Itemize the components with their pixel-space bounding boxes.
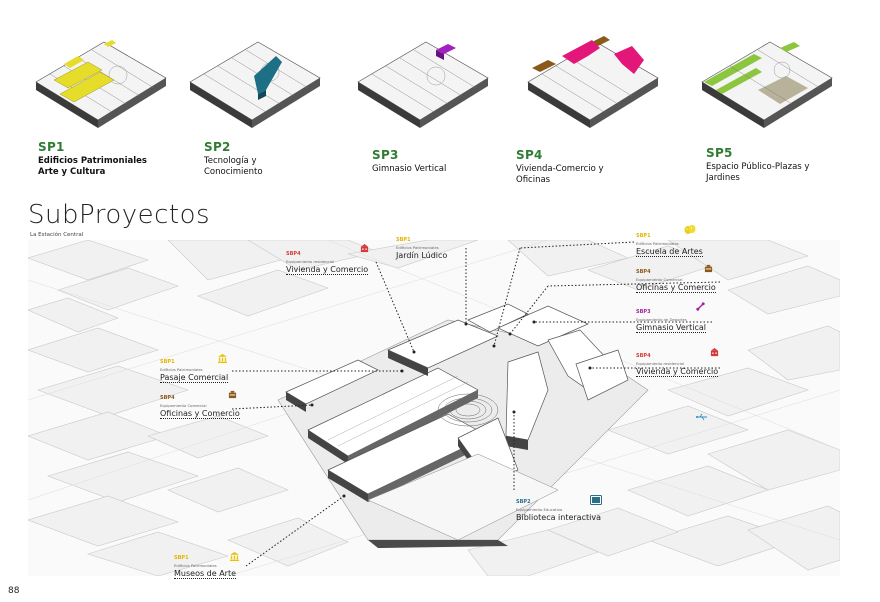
callout-code: SBP3 <box>636 309 651 315</box>
callout-category: Equipamiento Comercial <box>636 277 683 282</box>
callout-code: SBP1 <box>636 233 651 239</box>
callout-pasaje-comercial: SBP1 Edificios Patrimoniales Pasaje Come… <box>160 348 229 383</box>
sp2-name-line2: Conocimiento <box>204 167 263 177</box>
callout-name: Jardín Lúdico <box>396 251 448 260</box>
callout-code: SBP4 <box>636 269 651 275</box>
callout-name: Oficinas y Comercio <box>636 283 716 293</box>
sp1-name-line2: Arte y Cultura <box>38 167 106 177</box>
building-icon <box>710 342 719 357</box>
page-number: 88 <box>8 586 20 596</box>
sp4-label: SP4 Vivienda-Comercio y Oficinas <box>516 148 604 186</box>
callout-code: SBP4 <box>160 395 175 401</box>
callout-category: Edificios Patrimoniales <box>174 563 217 568</box>
page-subtitle: La Estación Central <box>30 232 84 238</box>
page-title: SubProyectos <box>28 200 211 230</box>
thumbnail-sp5 <box>696 20 838 138</box>
callout-code: SBP1 <box>160 359 175 365</box>
callout-oficinas-comercio-left: SBP4 Equipamiento Comercial Oficinas y C… <box>160 384 240 419</box>
sp4-name-line1: Vivienda-Comercio y <box>516 164 604 174</box>
callout-category: Equipamiento Educativo <box>516 507 563 512</box>
sp3-label: SP3 Gimnasio Vertical <box>372 148 446 175</box>
callout-category: Edificios Patrimoniales <box>636 241 679 246</box>
tablet-icon <box>590 490 602 505</box>
callout-category: Edificios Patrimoniales <box>396 245 439 250</box>
callout-category: Equipamiento residencial <box>636 361 685 366</box>
thumbnail-sp3 <box>352 20 494 138</box>
callout-name: Vivienda y Comercio <box>636 367 719 377</box>
callout-category: Equipamiento de Deportes <box>636 317 687 322</box>
callout-name: Escuela de Artes <box>636 247 703 257</box>
thumbnail-sp1 <box>30 20 172 138</box>
callout-name: Pasaje Comercial <box>160 373 229 383</box>
museum-icon <box>218 348 227 363</box>
callout-category: Equipamiento residencial <box>286 259 335 264</box>
callout-category: Edificios Patrimoniales <box>160 367 203 372</box>
museum-icon <box>230 546 239 561</box>
callout-museos-arte: SBP1 Edificios Patrimoniales Museos de A… <box>174 544 237 579</box>
callout-code: SBP1 <box>396 237 411 243</box>
callout-name: Biblioteca interactiva <box>516 513 601 522</box>
callout-code: SBP4 <box>636 353 651 359</box>
callout-name: Gimnasio Vertical <box>636 323 706 333</box>
sp1-code: SP1 <box>38 140 65 154</box>
thumbnail-sp2 <box>184 20 326 138</box>
callout-vivienda-comercio-left: SBP4 Equipamiento residencial Vivienda y… <box>286 240 369 275</box>
sp5-name-line1: Espacio Público-Plazas y <box>706 162 810 172</box>
sp4-code: SP4 <box>516 148 543 162</box>
callout-jardin-ludico: SBP1 Edificios Patrimoniales Jardín Lúdi… <box>396 226 447 260</box>
sp1-name-line1: Edificios Patrimoniales <box>38 156 147 166</box>
callout-escuela-artes: SBP1 Edificios Patrimoniales Escuela de … <box>636 222 703 257</box>
callout-oficinas-comercio-right: SBP4 Equipamiento Comercial Oficinas y C… <box>636 258 716 293</box>
callout-code: SBP4 <box>286 251 301 257</box>
callout-vivienda-comercio-right: SBP4 Equipamiento residencial Vivienda y… <box>636 342 719 377</box>
sp2-label: SP2 Tecnología y Conocimiento <box>204 140 263 178</box>
callout-biblioteca-interactiva: SBP2 Equipamiento Educativo Biblioteca i… <box>516 488 601 522</box>
callout-code: SBP2 <box>516 499 531 505</box>
gym-icon <box>696 296 705 311</box>
sp2-name-line1: Tecnología y <box>204 156 257 166</box>
office-icon <box>704 258 713 273</box>
sp3-code: SP3 <box>372 148 399 162</box>
sp5-label: SP5 Espacio Público-Plazas y Jardines <box>706 146 809 184</box>
callout-name: Vivienda y Comercio <box>286 265 369 275</box>
masterplan-map <box>28 240 840 576</box>
sp2-code: SP2 <box>204 140 231 154</box>
building-icon <box>360 238 369 253</box>
sp4-name-line2: Oficinas <box>516 175 551 185</box>
usb-icon <box>696 406 708 421</box>
drama-masks-icon <box>684 220 696 234</box>
callout-gimnasio-vertical: SBP3 Equipamiento de Deportes Gimnasio V… <box>636 298 706 333</box>
office-icon <box>228 384 237 399</box>
callout-category: Equipamiento Comercial <box>160 403 207 408</box>
thumbnail-sp4 <box>522 20 664 138</box>
sp5-code: SP5 <box>706 146 733 160</box>
sp5-name-line2: Jardines <box>706 173 740 183</box>
callout-name: Museos de Arte <box>174 569 237 579</box>
sp1-label: SP1 Edificios Patrimoniales Arte y Cultu… <box>38 140 147 178</box>
callout-code: SBP1 <box>174 555 189 561</box>
sp3-name-line1: Gimnasio Vertical <box>372 164 447 174</box>
callout-name: Oficinas y Comercio <box>160 409 240 419</box>
